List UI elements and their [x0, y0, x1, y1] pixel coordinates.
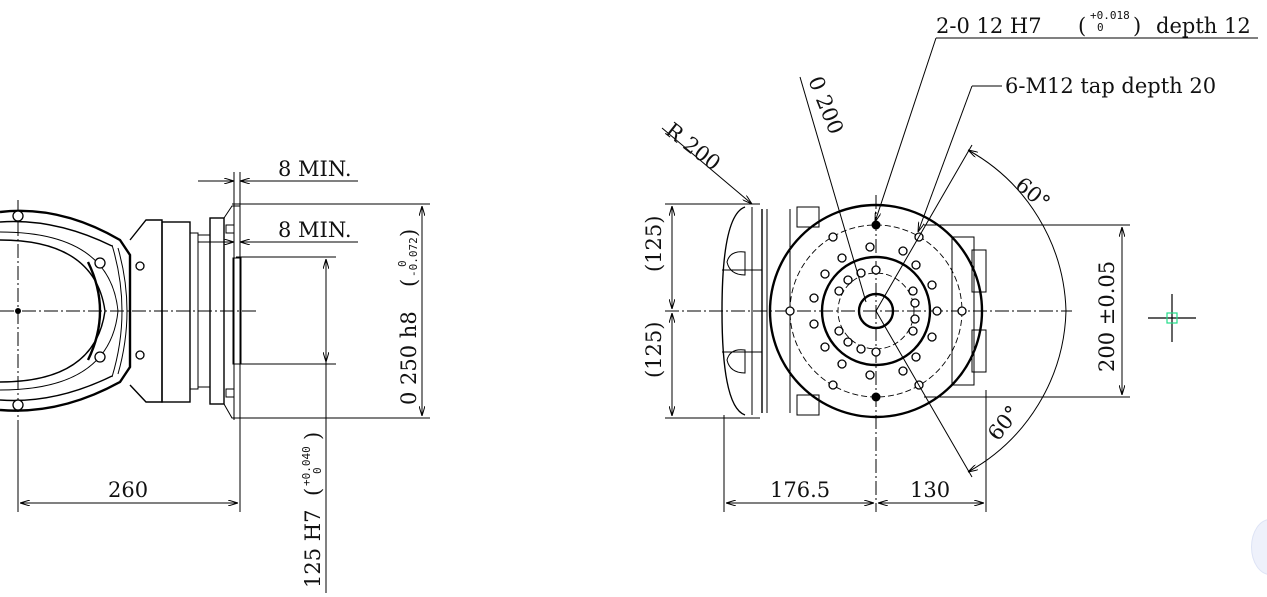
callout-tap: 6-M12 tap depth 20 — [1005, 74, 1216, 98]
dim-125-upper: (125) — [642, 216, 666, 272]
dim-130: 130 — [910, 478, 950, 502]
tol-125-upper: +0.040 — [300, 446, 313, 486]
angle-60-lower: 60° — [983, 401, 1025, 445]
callout-pin-tol-lower: 0 — [1097, 21, 1104, 34]
front-view-labels: 2-0 12 H7 ( +0.018 0 ) depth 12 6-M12 ta… — [642, 9, 1251, 502]
side-view-labels: 8 MIN. 8 MIN. 260 0 250 h8 ( 0 -0.072 ) … — [108, 157, 421, 588]
callout-pin-hole: 2-0 12 H7 — [936, 14, 1042, 38]
dim-125-h7: 125 H7 — [301, 510, 325, 588]
tol-250-lower: -0.072 — [407, 237, 420, 277]
callout-pin-depth: depth 12 — [1156, 14, 1251, 38]
tol-paren-close-2: ) — [301, 432, 325, 440]
tol-paren-open: ( — [397, 279, 421, 287]
dim-125-lower: (125) — [642, 322, 666, 378]
dim-200-pm005: 200 ±0.05 — [1095, 261, 1119, 372]
dim-8-min-inner: 8 MIN. — [278, 218, 352, 242]
side-view — [0, 172, 430, 593]
angle-60-upper: 60° — [1011, 172, 1055, 214]
callout-paren-close: ) — [1133, 14, 1141, 38]
tol-125-lower: 0 — [311, 467, 324, 474]
callout-paren-open: ( — [1078, 14, 1086, 38]
tol-250-upper: 0 — [396, 260, 409, 267]
callout-pin-tol-upper: +0.018 — [1090, 9, 1130, 22]
dim-260: 260 — [108, 478, 148, 502]
crosshair-cursor-icon — [1148, 294, 1196, 342]
dim-250-h8: 0 250 h8 — [397, 311, 421, 405]
dim-8-min-top: 8 MIN. — [278, 157, 352, 181]
dim-pcd-200: 0 200 — [803, 73, 848, 138]
dim-176-5: 176.5 — [770, 478, 830, 502]
tol-paren-close: ) — [397, 229, 421, 237]
dim-r-200: R 200 — [661, 118, 725, 175]
front-view — [661, 37, 1258, 512]
tol-paren-open-2: ( — [301, 488, 325, 496]
